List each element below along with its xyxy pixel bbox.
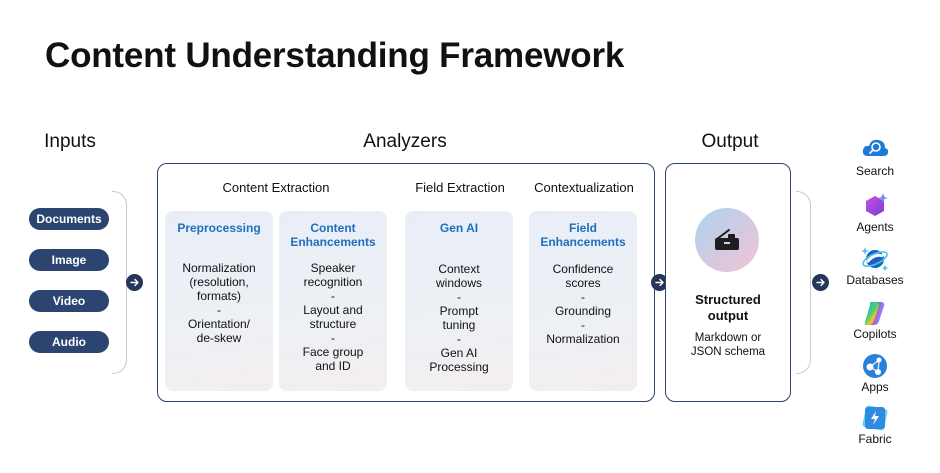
card-title: Gen AI (439, 221, 479, 235)
input-audio: Audio (29, 331, 109, 353)
inputs-heading: Inputs (44, 131, 96, 152)
card-title: Preprocessing (177, 221, 261, 235)
inputs-bracket (112, 191, 127, 374)
column-contextualization: Contextualization (534, 180, 634, 195)
card-line: Grounding (554, 304, 612, 318)
toolbox-icon (695, 208, 759, 272)
card-line: tuning (442, 318, 476, 332)
destination-search: Search (845, 136, 905, 178)
destination-copilots: Copilots (845, 299, 905, 341)
destination-apps: Apps (845, 352, 905, 394)
arrow-right-icon (651, 274, 668, 291)
app-network-icon (861, 352, 889, 378)
card-line: Speaker (310, 261, 356, 275)
input-video: Video (29, 290, 109, 312)
card-line: Orientation/ (187, 317, 251, 331)
destination-agents: Agents (845, 192, 905, 234)
analyzers-heading: Analyzers (363, 131, 447, 152)
card-title: Field Enhancements (529, 221, 637, 249)
page-title: Content Understanding Framework (45, 36, 625, 75)
card-body: Normalization (resolution, formats) - Or… (165, 261, 273, 345)
output-desc-line: JSON schema (690, 346, 766, 358)
hexagon-sparkle-icon (861, 192, 889, 218)
destination-label: Apps (861, 380, 889, 394)
card-gen-ai: Gen AI Context windows - Prompt tuning -… (405, 211, 513, 391)
output-heading: Output (701, 131, 759, 152)
card-line: Context (438, 262, 480, 276)
destination-databases: Databases (845, 245, 905, 287)
card-body: Speaker recognition - Layout and structu… (279, 261, 387, 373)
output-desc-line: Markdown or (694, 332, 762, 344)
card-title: Content Enhancements (279, 221, 387, 249)
card-line: Face group (302, 345, 364, 359)
card-line: recognition (303, 275, 363, 289)
destination-fabric: Fabric (845, 404, 905, 446)
copilot-icon (861, 299, 889, 325)
card-line: Processing (429, 360, 489, 374)
planet-icon (861, 245, 889, 271)
card-line: Confidence (552, 262, 614, 276)
column-content-extraction: Content Extraction (222, 180, 330, 195)
card-body: Confidence scores - Grounding - Normaliz… (529, 262, 637, 346)
card-line: - (217, 303, 221, 317)
card-preprocessing: Preprocessing Normalization (resolution,… (165, 211, 273, 391)
arrow-right-icon (812, 274, 829, 291)
card-title-line: Field (568, 221, 597, 235)
card-line: Gen AI (440, 346, 478, 360)
card-line: - (331, 331, 335, 345)
card-title-line: Content (310, 221, 356, 235)
card-line: and ID (315, 359, 351, 373)
destination-label: Search (855, 164, 895, 178)
output-box: Structured output Markdown or JSON schem… (665, 163, 791, 402)
fabric-bolt-icon (861, 404, 889, 431)
card-line: - (331, 289, 335, 303)
output-title-line: Structured (695, 292, 761, 307)
card-line: structure (309, 317, 357, 331)
output-title-line: output (707, 308, 749, 323)
card-body: Context windows - Prompt tuning - Gen AI… (405, 262, 513, 374)
card-content-enhancements: Content Enhancements Speaker recognition… (279, 211, 387, 391)
card-line: - (581, 290, 585, 304)
input-image: Image (29, 249, 109, 271)
destination-label: Agents (856, 220, 894, 234)
card-line: Normalization (546, 332, 620, 346)
card-line: Layout and (303, 303, 363, 317)
card-field-enhancements: Field Enhancements Confidence scores - G… (529, 211, 637, 391)
card-line: de-skew (196, 331, 242, 345)
card-line: - (457, 290, 461, 304)
card-line: formats) (196, 289, 241, 303)
destination-label: Databases (846, 273, 904, 287)
column-field-extraction: Field Extraction (415, 180, 505, 195)
card-line: - (457, 332, 461, 346)
card-line: - (581, 318, 585, 332)
card-line: (resolution, (189, 275, 249, 289)
destination-label: Fabric (858, 432, 892, 446)
card-title-line: Enhancements (290, 235, 376, 249)
output-title: Structured output (666, 292, 790, 324)
card-line: Prompt (439, 304, 479, 318)
input-documents: Documents (29, 208, 109, 230)
output-description: Markdown or JSON schema (666, 331, 790, 359)
card-line: windows (435, 276, 483, 290)
arrow-right-icon (126, 274, 143, 291)
destination-label: Copilots (853, 327, 897, 341)
card-line: Normalization (182, 261, 256, 275)
card-line: scores (565, 276, 601, 290)
cloud-search-icon (861, 136, 889, 162)
output-bracket (796, 191, 811, 374)
card-title-line: Enhancements (540, 235, 626, 249)
